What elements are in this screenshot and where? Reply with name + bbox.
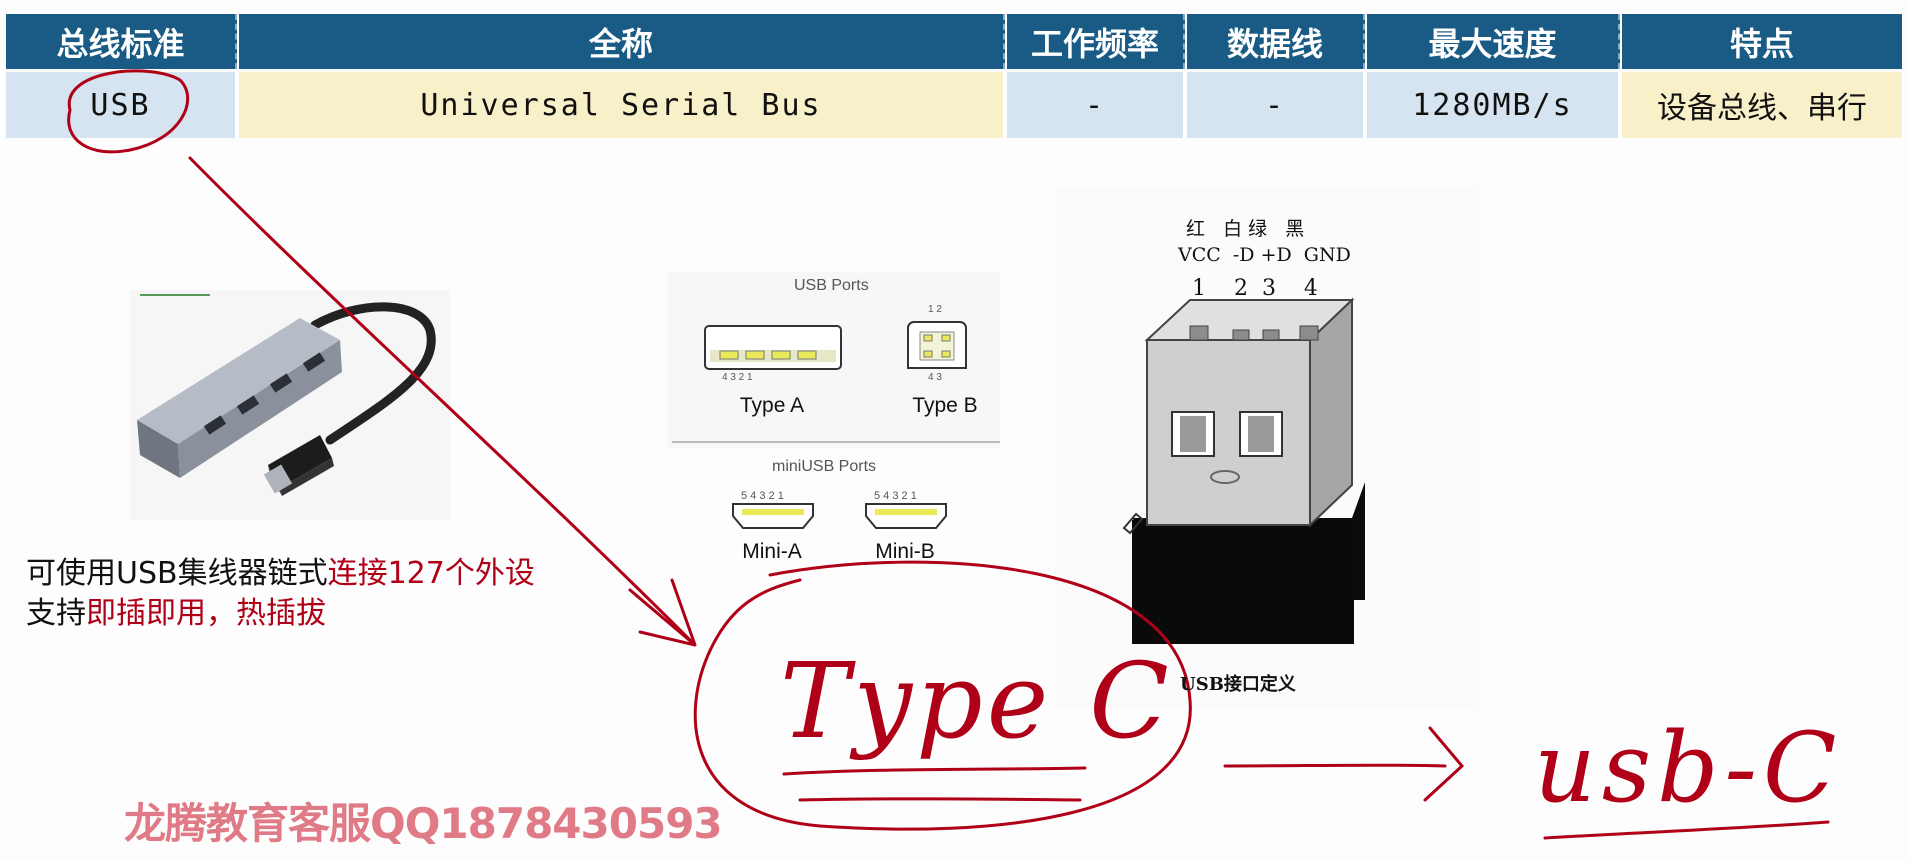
type-c-underline-1 (782, 766, 1087, 776)
type-a-port-diagram (704, 325, 842, 370)
usb-c-underline (1543, 820, 1830, 840)
mini-a-label: Mini-A (742, 540, 802, 563)
mini-usb-ports-title: miniUSB Ports (772, 458, 877, 475)
right-arrow-line (1223, 763, 1447, 768)
pin-numbers: 1 2 3 4 (1192, 276, 1318, 301)
cell-full-name: Universal Serial Bus (239, 72, 1005, 138)
hub-caption-line1: 可使用USB集线器链式连接127个外设 (26, 548, 535, 592)
type-c-circle (693, 560, 1192, 831)
mini-a-port-diagram (732, 503, 814, 529)
pointer-line (188, 156, 692, 642)
usb-ports-title: USB Ports (794, 277, 869, 294)
handwritten-type-c: Type C (780, 640, 1173, 762)
cell-data-lines: - (1187, 72, 1365, 138)
header-features: 特点 (1622, 14, 1902, 69)
type-b-pin-numbers-top: 1 2 (928, 304, 942, 315)
pin-colors: 红 白 绿 黑 (1186, 218, 1305, 240)
type-c-underline-2 (798, 797, 1082, 802)
header-max-speed: 最大速度 (1367, 14, 1620, 69)
type-b-label: Type B (912, 394, 978, 417)
cell-bus-standard: USB (6, 72, 237, 138)
hub-caption-line2-highlight: 即插即用，热插拔 (86, 596, 326, 631)
header-data-lines: 数据线 (1187, 14, 1365, 69)
mini-a-pin-numbers: 5 4 3 2 1 (741, 490, 784, 502)
pointer-arrowhead (628, 578, 697, 647)
connector-caption: USB接口定义 (1180, 674, 1296, 695)
pin-signals: VCC -D +D GND (1178, 244, 1351, 266)
handwritten-usb-c: usb-C (1534, 712, 1843, 824)
type-a-label: Type A (739, 394, 805, 417)
handwritten-annotations (67, 69, 1830, 840)
hub-caption-line2: 支持即插即用，热插拔 (26, 588, 326, 632)
usb-hub-image (137, 302, 436, 496)
type-b-port-diagram (907, 321, 967, 369)
header-bus-standard: 总线标准 (6, 14, 237, 69)
type-b-pin-numbers-bottom: 4 3 (928, 372, 942, 383)
mini-b-label: Mini-B (875, 540, 935, 563)
usb-connector-3d (1122, 297, 1365, 644)
hub-caption-line1-plain: 可使用USB集线器链式 (26, 556, 328, 591)
customer-service-watermark: 龙腾教育客服QQ1878430593 (124, 799, 723, 848)
type-a-pin-numbers: 4 3 2 1 (722, 372, 753, 383)
cell-features: 设备总线、串行 (1622, 72, 1902, 138)
cell-frequency: - (1007, 72, 1185, 138)
hub-caption-line1-highlight: 连接127个外设 (327, 556, 535, 591)
header-frequency: 工作频率 (1007, 14, 1185, 69)
header-full-name: 全称 (239, 14, 1005, 69)
usb-circle (67, 69, 190, 154)
hub-caption-line2-plain: 支持 (26, 596, 86, 631)
mini-b-port-diagram (865, 503, 947, 529)
mini-b-pin-numbers: 5 4 3 2 1 (874, 490, 917, 502)
cell-max-speed: 1280MB/s (1367, 72, 1620, 138)
right-arrow-head (1423, 726, 1465, 802)
